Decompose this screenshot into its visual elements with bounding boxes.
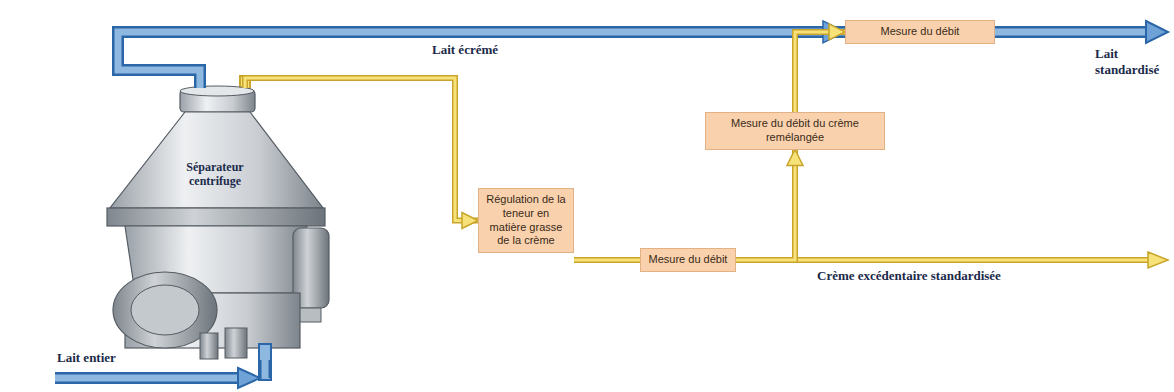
pipe-connector — [118, 21, 845, 88]
node-text: Séparateur centrifuge — [159, 160, 271, 189]
remix-flow-meter-box: Mesure du débit du crème remélangée — [705, 112, 885, 150]
pipe-connector — [736, 150, 803, 260]
flow-meter-box: Mesure du débit — [640, 248, 736, 272]
pipe-fill — [118, 32, 845, 88]
arrow-head — [462, 213, 478, 229]
pipe-fill — [795, 32, 845, 112]
pipe-connector — [795, 24, 845, 112]
pipe-fill — [245, 78, 478, 221]
flow-label: Lait entier — [55, 350, 118, 366]
pipe-connector — [574, 259, 640, 260]
node-text: Régulation de la teneur en matière grass… — [486, 193, 566, 248]
pipe-fill — [574, 258, 640, 261]
pipe-connector — [245, 78, 478, 229]
skim-milk-outlet — [995, 21, 1168, 43]
pipe-outline — [795, 32, 845, 112]
node-text: Mesure du débit — [648, 253, 728, 267]
pipe-outline — [118, 32, 845, 88]
pipe-label: Lait écrémé — [430, 42, 500, 58]
node-text: Mesure du débit — [853, 25, 987, 39]
arrow-head — [829, 24, 845, 40]
fat-regulation-box: Régulation de la teneur en matière grass… — [478, 188, 574, 253]
excess-cream-outlet — [795, 252, 1168, 268]
arrow-head — [787, 150, 803, 166]
separator-illustration — [107, 70, 329, 380]
flow-meter-box: Mesure du débit — [845, 20, 995, 44]
pipe-outline — [245, 78, 478, 221]
flow-label: Lait standardisé — [1093, 46, 1169, 77]
pipe-outline — [574, 257, 640, 263]
node-text: Mesure du débit du crème remélangée — [713, 117, 877, 145]
centrifugal-separator: Séparateur centrifuge — [95, 88, 335, 388]
flow-label: Crème excédentaire standardisée — [815, 268, 1003, 284]
